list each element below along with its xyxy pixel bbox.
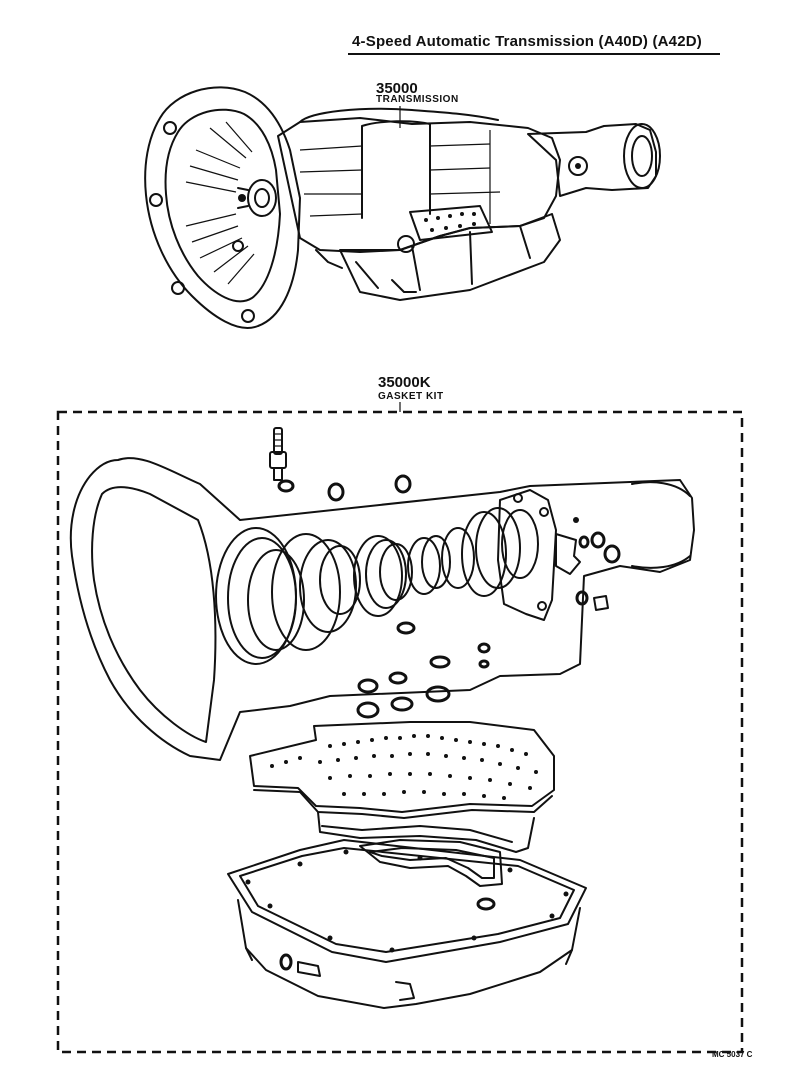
transmission-illustration [144,86,661,329]
small-o-rings [327,474,412,502]
valve-plate-holes [424,212,476,232]
case-ribs [299,130,501,224]
oil-pan-gasket [227,839,587,963]
speedometer-parts [555,517,621,611]
title-underline [348,53,720,55]
valve-body-o-rings [356,621,491,719]
separator-plate-holes [270,734,538,800]
drain-line [391,279,417,293]
gasket-kit-illustration [69,427,695,1009]
bell-housing [144,86,301,329]
oil-pan-gasket-holes [245,849,569,953]
tail-bore [631,135,653,177]
case-outline [69,457,695,761]
separator-plate-lower [317,811,535,853]
valve-plate [409,205,493,241]
bell-housing-rim [164,108,281,303]
separator-plate-edge [253,789,553,819]
extension-housing [527,123,657,197]
oil-pan [339,213,561,301]
case-drum [361,120,431,219]
figure-code: MC 5037 C [712,1050,753,1059]
tail-flange [623,123,661,189]
transmission-case [277,117,561,253]
filler-tube [315,249,343,269]
oil-pressure-switch [269,427,295,493]
input-shaft [237,179,277,217]
part-name-gasket-kit: GASKET KIT [378,391,444,402]
pan-tube-o-ring [279,953,293,971]
oil-pan-body [237,899,581,1009]
part-number-transmission: 35000 [376,80,418,97]
part-name-transmission: TRANSMISSION [376,94,459,105]
seal-ring-set [215,507,539,665]
speedometer-boss [568,156,588,176]
strainer-gasket-inner [369,847,495,879]
drain-plug-gasket [476,897,496,911]
strainer-gasket [359,839,503,887]
pan-outlet-pipe [395,981,415,1001]
pan-tube [297,961,321,977]
case-top-shoulder [299,107,499,123]
oil-pan-corners [245,947,573,965]
case-outline-rim [91,486,217,743]
cooler-fitting [397,235,415,253]
housing-bolt-bosses [149,121,255,323]
separator-plate-upper [249,721,555,813]
gasket-kit-boundary [56,410,744,1054]
page-title: 4-Speed Automatic Transmission (A40D) (A… [352,33,702,50]
oil-pan-ribs [355,225,531,291]
separator-plate-lower-edge [321,825,513,843]
rear-flange-gasket [497,489,557,621]
bell-housing-ribs [185,121,255,285]
part-number-gasket-kit: 35000K [378,374,431,391]
oil-pan-gasket-inner [239,847,575,953]
extension-outline [631,481,691,569]
